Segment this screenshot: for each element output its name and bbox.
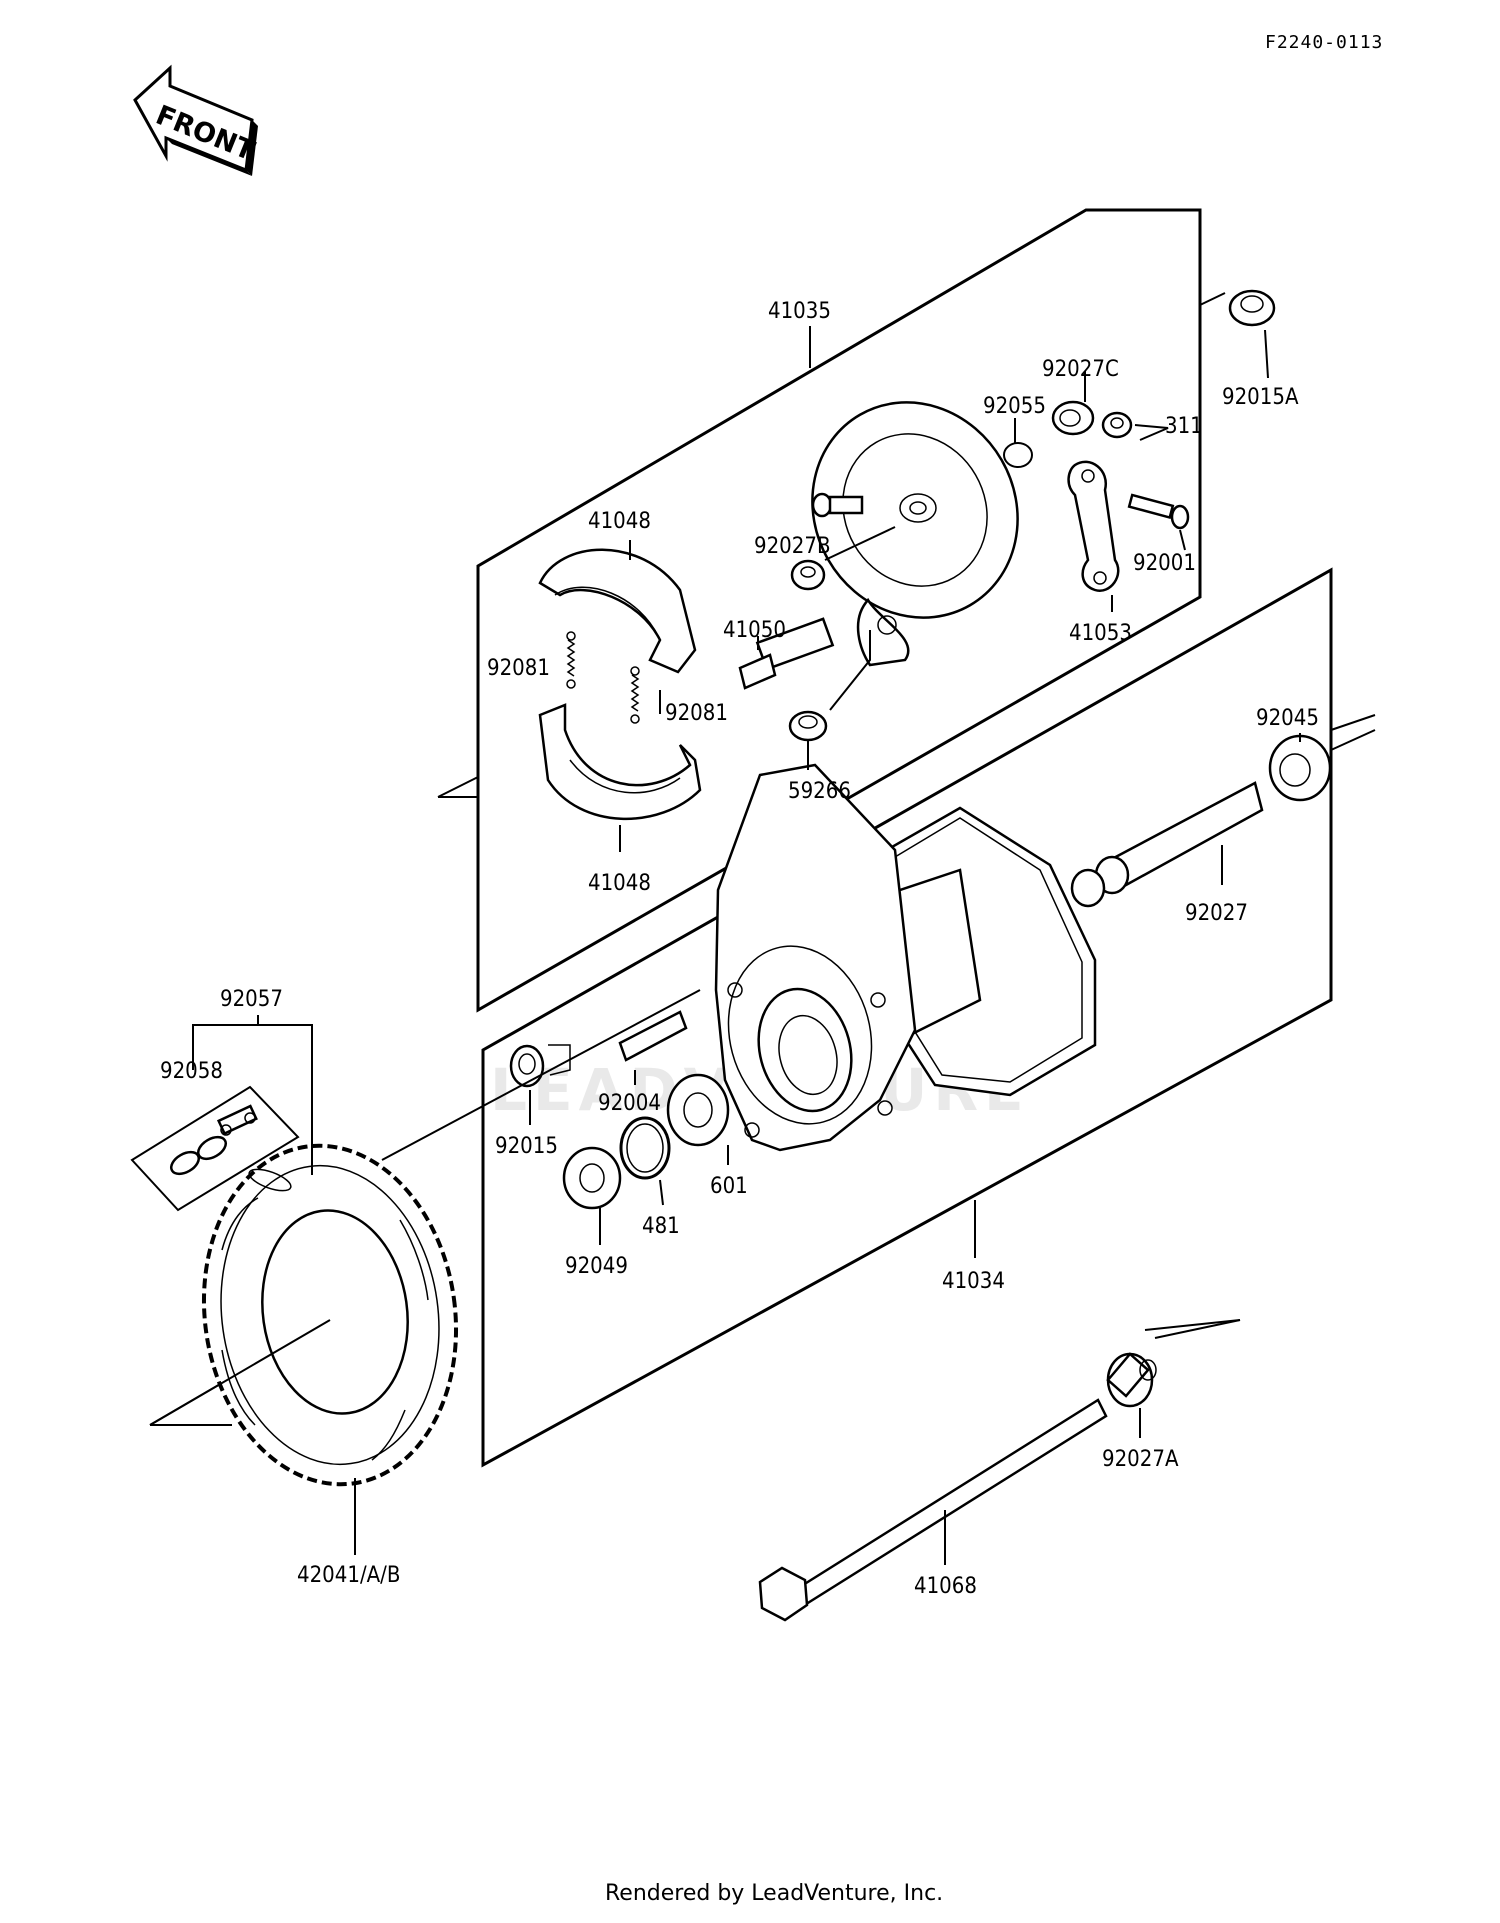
label-92004: 92004 bbox=[598, 1091, 661, 1116]
label-42041-a-b: 42041/A/B bbox=[297, 1563, 400, 1588]
label-41035: 41035 bbox=[768, 299, 831, 324]
brake-panel-plate bbox=[811, 401, 1019, 667]
stud-92004 bbox=[618, 1010, 688, 1062]
collar-92027a bbox=[1106, 1352, 1157, 1408]
master-link-box bbox=[130, 1085, 300, 1212]
spring-right bbox=[630, 666, 640, 724]
label-92015: 92015 bbox=[495, 1134, 558, 1159]
diagram-code: F2240-0113 bbox=[1265, 32, 1383, 53]
wheel-hub bbox=[714, 763, 1097, 1152]
label-481: 481 bbox=[642, 1214, 680, 1239]
label-41048-top: 41048 bbox=[588, 509, 651, 534]
bearing-601 bbox=[666, 1073, 730, 1147]
o-ring-92055 bbox=[1003, 442, 1033, 468]
label-311: 311 bbox=[1165, 414, 1203, 439]
chain-leader bbox=[381, 989, 701, 1161]
bolt-92001 bbox=[1127, 493, 1190, 530]
bearing-92045 bbox=[1268, 734, 1332, 802]
brake-panel-assembly-box bbox=[437, 208, 1226, 1013]
torque-arm-41053 bbox=[1067, 460, 1120, 593]
cap-92015a bbox=[1228, 289, 1276, 327]
label-41048-bottom: 41048 bbox=[588, 871, 651, 896]
label-41034: 41034 bbox=[942, 1269, 1005, 1294]
label-41053: 41053 bbox=[1069, 621, 1132, 646]
nut-311 bbox=[1101, 411, 1133, 439]
collar-92027c bbox=[1051, 400, 1095, 436]
label-92081-left: 92081 bbox=[487, 656, 550, 681]
brake-cam bbox=[738, 617, 835, 690]
label-92027b: 92027B bbox=[754, 534, 831, 559]
label-92027c: 92027C bbox=[1042, 357, 1119, 382]
axle-leader-a bbox=[1144, 1319, 1241, 1331]
seal-92049 bbox=[562, 1146, 622, 1210]
label-59266: 59266 bbox=[788, 779, 851, 804]
label-92045: 92045 bbox=[1256, 706, 1319, 731]
axle-sleeve-92027 bbox=[1070, 781, 1264, 908]
axle-leader-b bbox=[1154, 1319, 1241, 1339]
label-41050: 41050 bbox=[723, 618, 786, 643]
brake-shoe-lower bbox=[538, 703, 702, 820]
label-92049: 92049 bbox=[565, 1254, 628, 1279]
footer-credit: Rendered by LeadVenture, Inc. bbox=[605, 1881, 943, 1906]
collar-92027b bbox=[790, 559, 826, 591]
label-92001: 92001 bbox=[1133, 551, 1196, 576]
label-601: 601 bbox=[710, 1174, 748, 1199]
label-92081-right: 92081 bbox=[665, 701, 728, 726]
label-92057: 92057 bbox=[220, 987, 283, 1012]
brake-shoe-upper bbox=[538, 548, 697, 674]
cam-seal-59266 bbox=[788, 710, 828, 742]
rear-sprocket bbox=[149, 1143, 459, 1487]
leader-lines bbox=[192, 326, 1301, 1565]
cap-92015 bbox=[509, 1044, 571, 1088]
label-92058: 92058 bbox=[160, 1059, 223, 1084]
panel-stud bbox=[811, 492, 864, 518]
label-92027: 92027 bbox=[1185, 901, 1248, 926]
spring-left bbox=[566, 631, 576, 689]
axle-41068 bbox=[758, 1398, 1108, 1622]
label-92027a: 92027A bbox=[1102, 1447, 1179, 1472]
front-arrow-icon: FRONT bbox=[133, 64, 259, 176]
circlip-481 bbox=[619, 1116, 671, 1180]
label-92015a: 92015A bbox=[1222, 385, 1299, 410]
label-92055: 92055 bbox=[983, 394, 1046, 419]
label-41068: 41068 bbox=[914, 1574, 977, 1599]
